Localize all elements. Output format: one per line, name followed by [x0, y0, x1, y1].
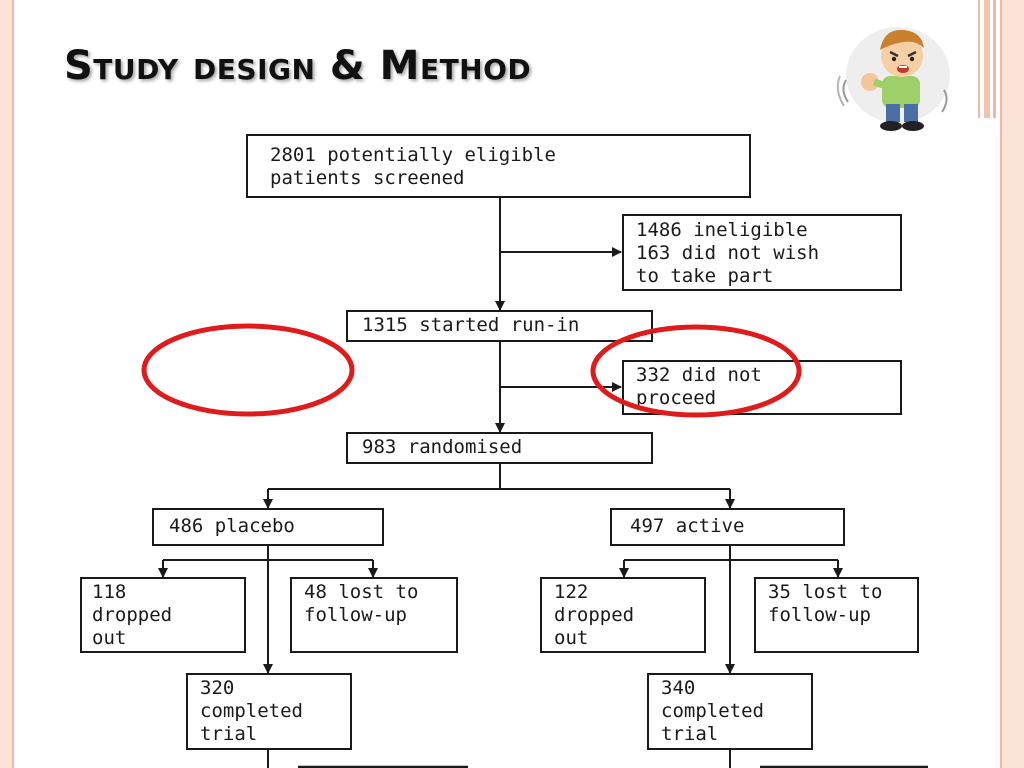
slide-frame-edge — [1000, 0, 1002, 768]
active-completed-box: 340 completed trial — [647, 673, 813, 750]
slide-frame-left — [0, 0, 14, 768]
slide-frame-stripe — [978, 0, 980, 118]
active-box: 497 active — [610, 508, 845, 546]
screened-box: 2801 potentially eligible patients scree… — [246, 134, 751, 198]
highlight-circle-right — [590, 324, 802, 418]
slide-frame-stripe — [993, 0, 996, 118]
slide-frame-right — [1000, 0, 1024, 768]
slide-title: Study design & Method — [64, 43, 532, 89]
run-in-box: 1315 started run-in — [346, 310, 653, 342]
placebo-dropped-box: 118 dropped out — [80, 577, 246, 653]
angry-boy-clipart — [836, 27, 950, 131]
placebo-box: 486 placebo — [152, 508, 384, 546]
placebo-lost-box: 48 lost to follow-up — [290, 577, 458, 653]
active-dropped-box: 122 dropped out — [540, 577, 706, 653]
placebo-completed-box: 320 completed trial — [186, 673, 352, 750]
randomised-box: 983 randomised — [346, 432, 653, 464]
active-lost-box: 35 lost to follow-up — [754, 577, 919, 653]
slide-frame-stripe — [984, 0, 990, 118]
excluded-box: 1486 ineligible 163 did not wish to take… — [622, 214, 902, 291]
highlight-circle-left — [141, 323, 355, 417]
